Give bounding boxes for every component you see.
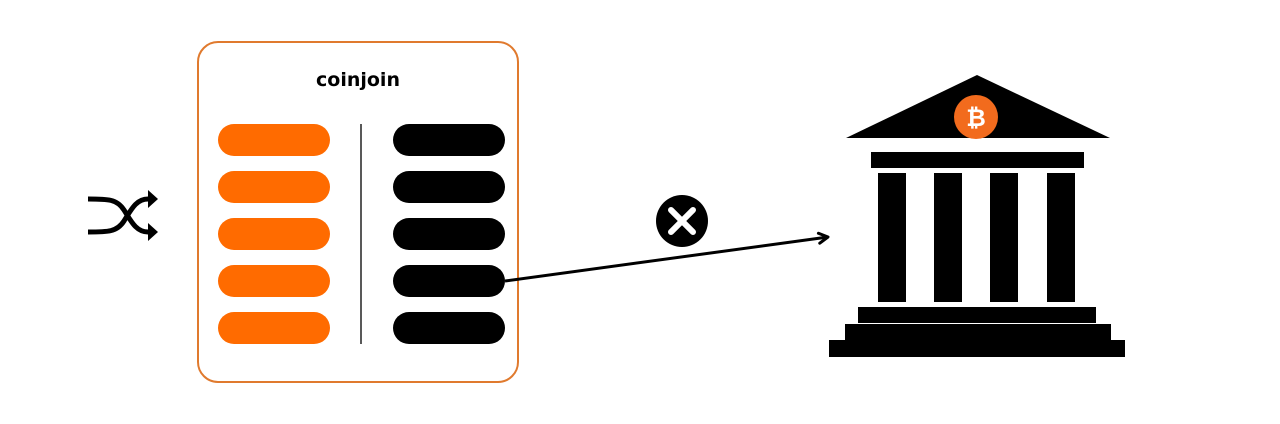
link-arrow	[504, 231, 830, 283]
output-coin	[393, 218, 505, 250]
input-coin	[218, 265, 330, 297]
output-coin	[393, 312, 505, 344]
output-coin	[393, 171, 505, 203]
shuffle-icon	[87, 190, 158, 241]
output-column	[393, 124, 505, 344]
blocked-x-icon	[656, 195, 708, 247]
input-column	[218, 124, 330, 344]
input-coin	[218, 171, 330, 203]
input-coin	[218, 312, 330, 344]
output-coin	[393, 124, 505, 156]
coinjoin-title: coinjoin	[316, 69, 400, 91]
input-coin	[218, 218, 330, 250]
bitcoin-icon: ₿	[954, 95, 998, 139]
output-coin-linked	[393, 265, 505, 297]
input-coin	[218, 124, 330, 156]
bitcoin-symbol: ₿	[966, 104, 986, 132]
